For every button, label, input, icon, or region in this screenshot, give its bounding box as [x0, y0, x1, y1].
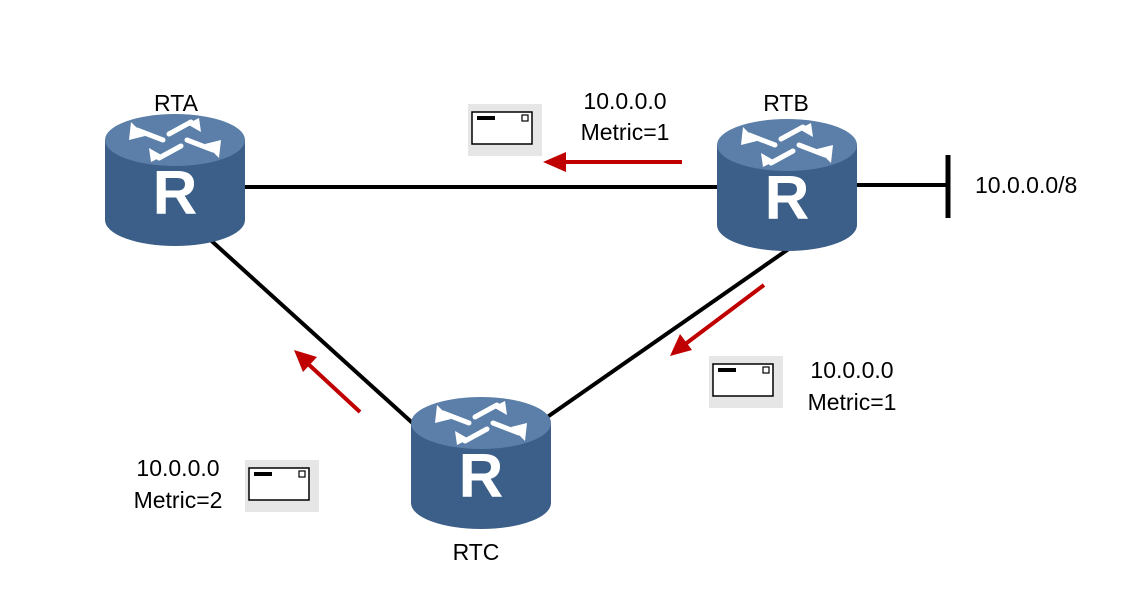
router-rtb-label: RTB: [763, 90, 809, 116]
update-rtc-rta-metric: Metric=2: [134, 487, 223, 513]
update-rtb-rta-metric: Metric=1: [581, 119, 670, 145]
router-rta-letter: R: [153, 159, 198, 228]
packet-rtc-to-rta-icon: [244, 459, 320, 513]
arrow-rtc-to-rta: [294, 350, 362, 414]
router-rta[interactable]: R: [105, 114, 245, 246]
arrow-rtb-to-rtc: [670, 283, 766, 356]
router-rta-label: RTA: [154, 90, 199, 116]
update-rtb-rtc-metric: Metric=1: [808, 389, 897, 415]
link-rtb-rtc: [541, 246, 792, 422]
update-rtb-rta-route: 10.0.0.0: [583, 88, 666, 114]
router-rtc-letter: R: [459, 442, 504, 511]
arrow-rtb-to-rta: [543, 152, 682, 172]
packet-rtb-to-rta-icon: [467, 103, 543, 157]
router-rtc-label: RTC: [453, 539, 500, 565]
router-rtb[interactable]: R: [717, 119, 857, 251]
router-rtb-letter: R: [765, 164, 810, 233]
network-label: 10.0.0.0/8: [975, 172, 1077, 198]
update-rtc-rta-route: 10.0.0.0: [136, 455, 219, 481]
router-rtc[interactable]: R: [411, 397, 551, 529]
link-rta-rtc: [203, 233, 420, 430]
packet-rtb-to-rtc-icon: [708, 355, 784, 409]
update-rtb-rtc-route: 10.0.0.0: [810, 357, 893, 383]
